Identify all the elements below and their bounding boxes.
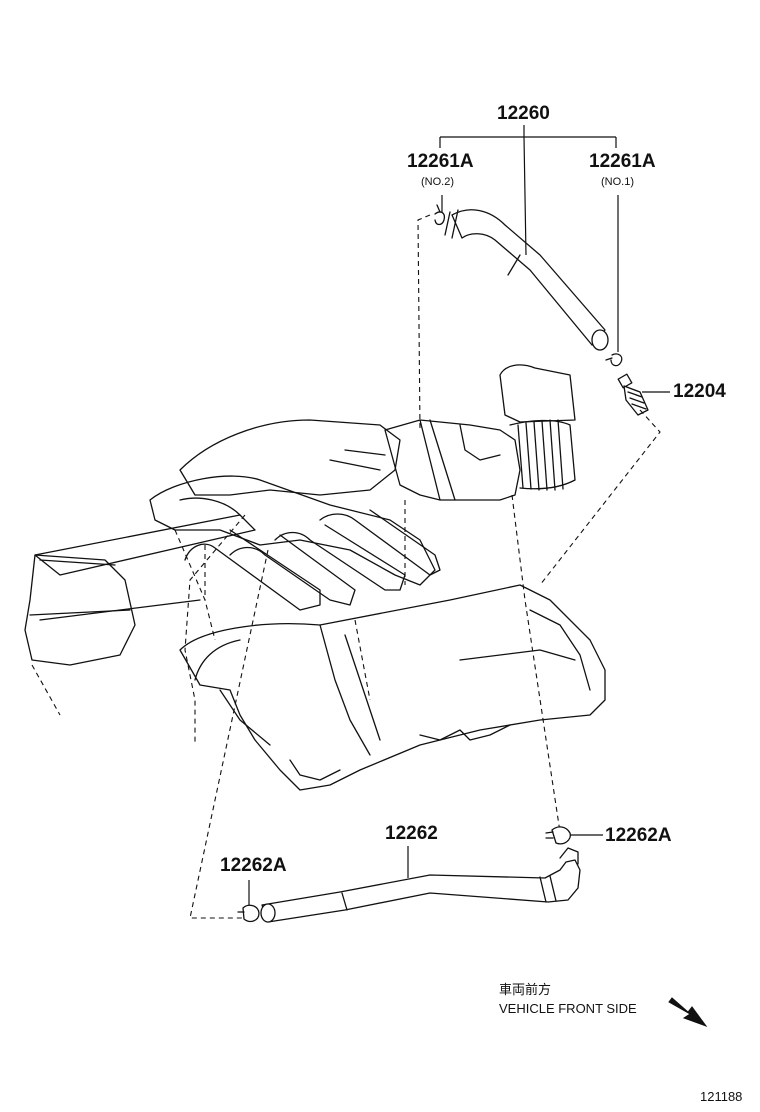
routing-dashed-lines [189, 214, 661, 919]
vehicle-front-en: VEHICLE FRONT SIDE [499, 1001, 637, 1016]
upper-clamps [434, 204, 623, 367]
leader-lines [248, 125, 670, 908]
label-12261a-no1-sub: (NO.1) [601, 176, 634, 188]
lower-ventilation-hose [260, 847, 581, 923]
label-12262: 12262 [385, 823, 438, 844]
label-12261a-no2: 12261A [407, 151, 474, 172]
diagram-reference-number: 121188 [700, 1089, 743, 1104]
label-12261a-no1: 12261A [589, 151, 656, 172]
label-12204: 12204 [673, 381, 726, 402]
engine-outline [24, 364, 606, 791]
label-12261a-no2-sub: (NO.2) [421, 176, 454, 188]
label-12262a-left: 12262A [220, 855, 287, 876]
pcv-valve [617, 373, 649, 416]
vehicle-front-arrow-icon [668, 997, 708, 1028]
lower-clamps [237, 826, 571, 923]
label-12262a-right: 12262A [605, 825, 672, 846]
label-12260: 12260 [497, 103, 550, 124]
upper-ventilation-hose [444, 209, 609, 351]
vehicle-front-jp: 車両前方 [499, 982, 552, 997]
